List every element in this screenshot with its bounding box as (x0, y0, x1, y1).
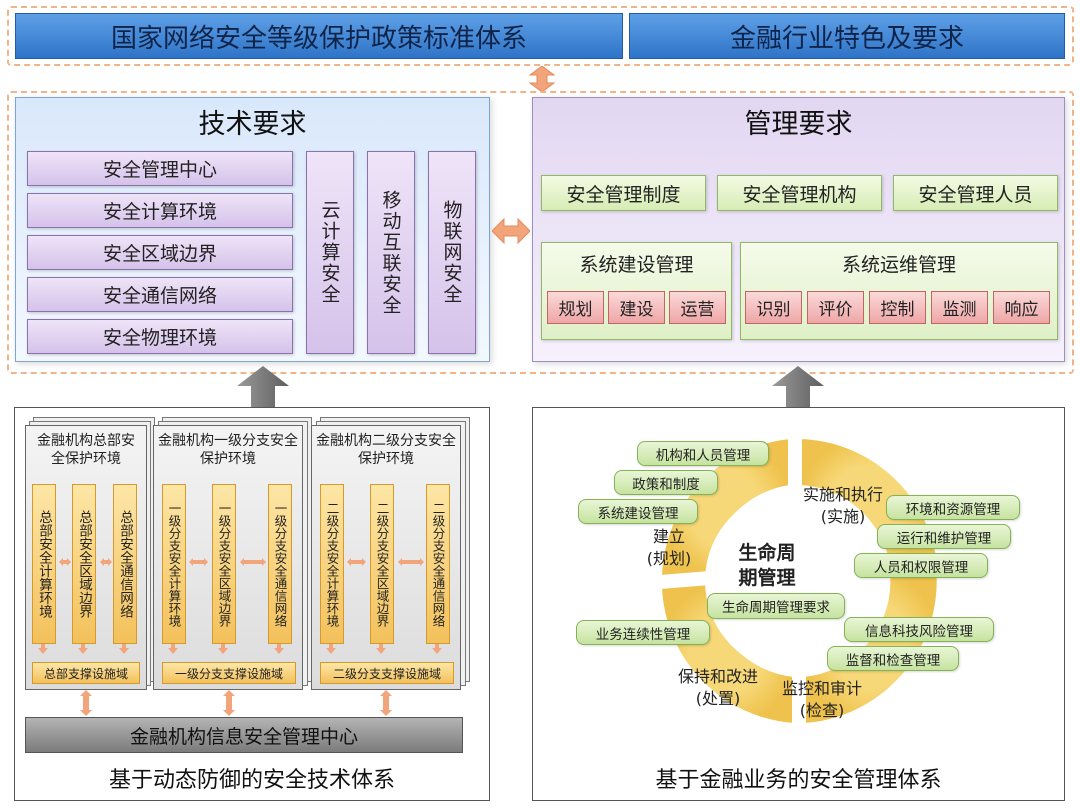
pill-org-staff: 机构和人员管理 (637, 441, 769, 466)
hq-compute-col: 总部安全计算环境 (32, 484, 56, 644)
l2-network-col: 二级分支安全通信网络 (426, 484, 450, 644)
up-arrow-icon (237, 366, 289, 410)
phase-implement: 实施和执行(实施) (802, 485, 883, 526)
l1-env-title: 金融机构一级分支安全保护环境 (158, 433, 298, 467)
mgmt-item-policy: 安全管理制度 (541, 175, 706, 211)
pill-access: 人员和权限管理 (854, 553, 988, 578)
tech-col-iot: 物联网安全 (428, 151, 476, 354)
build-step-operate: 运营 (669, 291, 726, 324)
hq-env-title: 金融机构总部安全保护环境 (37, 433, 135, 467)
lifecycle-center-title: 生命周期管理 (738, 542, 796, 589)
l1-network-col: 一级分支安全通信网络 (268, 484, 292, 644)
tech-item-compute-env: 安全计算环境 (27, 193, 293, 228)
ops-step-respond: 响应 (993, 291, 1050, 324)
tech-system-caption: 基于动态防御的安全技术体系 (108, 768, 395, 793)
pill-ops-maint: 运行和维护管理 (877, 524, 1011, 549)
l2-network-label: 二级分支安全通信网络 (430, 501, 446, 627)
tech-item-mgmt-center: 安全管理中心 (27, 151, 293, 186)
vertical-connectors-icon (80, 690, 392, 716)
ops-step-control: 控制 (869, 291, 926, 324)
hq-network-col: 总部安全通信网络 (113, 484, 137, 644)
pill-audit: 监督和检查管理 (827, 646, 959, 671)
l2-infra-bar: 二级分支支撑设施域 (320, 662, 454, 684)
l1-compute-col: 一级分支安全计算环境 (162, 484, 186, 644)
system-build-title: 系统建设管理 (579, 253, 694, 276)
mgmt-item-org: 安全管理机构 (717, 175, 882, 211)
pill-tech-risk: 信息科技风险管理 (844, 617, 994, 642)
system-ops-title: 系统运维管理 (841, 253, 956, 276)
phase-improve: 保持和改进(处置) (677, 667, 758, 708)
l2-compute-label: 二级分支安全计算环境 (324, 501, 340, 627)
tech-panel-title: 技术要求 (198, 108, 307, 140)
tech-col-cloud: 云计算安全 (306, 151, 354, 354)
l1-compute-label: 一级分支安全计算环境 (166, 501, 182, 627)
mobile-security-label: 移动互联安全 (379, 189, 402, 316)
ops-step-evaluate: 评价 (807, 291, 864, 324)
hq-infra-bar: 总部支撑设施域 (32, 662, 140, 684)
security-mgmt-center-bar: 金融机构信息安全管理中心 (25, 717, 463, 753)
phase-plan: 建立(规划) (646, 527, 692, 568)
l2-boundary-label: 二级分支安全区域边界 (374, 501, 390, 627)
l1-boundary-col: 一级分支安全区域边界 (212, 484, 236, 644)
build-step-build: 建设 (608, 291, 665, 324)
requirements-frame (7, 91, 1074, 374)
phase-monitor: 监控和审计(检查) (781, 679, 862, 720)
connector-arrows-icon (38, 558, 442, 654)
hq-network-label: 总部安全通信网络 (117, 510, 133, 618)
up-down-arrow-icon (528, 66, 556, 92)
pill-env-resources: 环境和资源管理 (886, 495, 1020, 520)
hq-compute-label: 总部安全计算环境 (36, 510, 52, 618)
hq-boundary-col: 总部安全区域边界 (72, 484, 96, 644)
tech-item-physical-env: 安全物理环境 (27, 319, 293, 354)
mgmt-system-caption: 基于金融业务的安全管理体系 (655, 768, 942, 793)
l1-boundary-label: 一级分支安全区域边界 (216, 501, 232, 627)
pill-policy: 政策和制度 (614, 470, 718, 495)
iot-security-label: 物联网安全 (440, 200, 463, 305)
finance-feature-banner: 金融行业特色及要求 (629, 13, 1065, 59)
l2-compute-col: 二级分支安全计算环境 (320, 484, 344, 644)
left-right-arrow-icon (492, 218, 530, 244)
l1-infra-bar: 一级分支支撑设施域 (162, 662, 296, 684)
lifecycle-requirement-pill: 生命周期管理要求 (707, 593, 845, 619)
mgmt-panel-title: 管理要求 (744, 108, 853, 140)
hq-boundary-label: 总部安全区域边界 (76, 510, 92, 618)
mgmt-item-staff: 安全管理人员 (893, 175, 1058, 211)
up-arrow-icon (772, 366, 824, 410)
policy-frame (7, 6, 1074, 66)
pill-continuity: 业务连续性管理 (576, 620, 710, 645)
l2-boundary-col: 二级分支安全区域边界 (370, 484, 394, 644)
cloud-security-label: 云计算安全 (318, 200, 341, 305)
build-step-plan: 规划 (547, 291, 604, 324)
tech-col-mobile: 移动互联安全 (367, 151, 415, 354)
ops-step-identify: 识别 (745, 291, 802, 324)
ops-step-monitor: 监测 (931, 291, 988, 324)
tech-item-comm-network: 安全通信网络 (27, 277, 293, 312)
l1-network-label: 一级分支安全通信网络 (272, 501, 288, 627)
national-policy-banner: 国家网络安全等级保护政策标准体系 (15, 13, 623, 59)
l2-env-title: 金融机构二级分支安全保护环境 (316, 433, 456, 467)
tech-item-area-boundary: 安全区域边界 (27, 235, 293, 270)
pill-system-build: 系统建设管理 (578, 499, 698, 524)
